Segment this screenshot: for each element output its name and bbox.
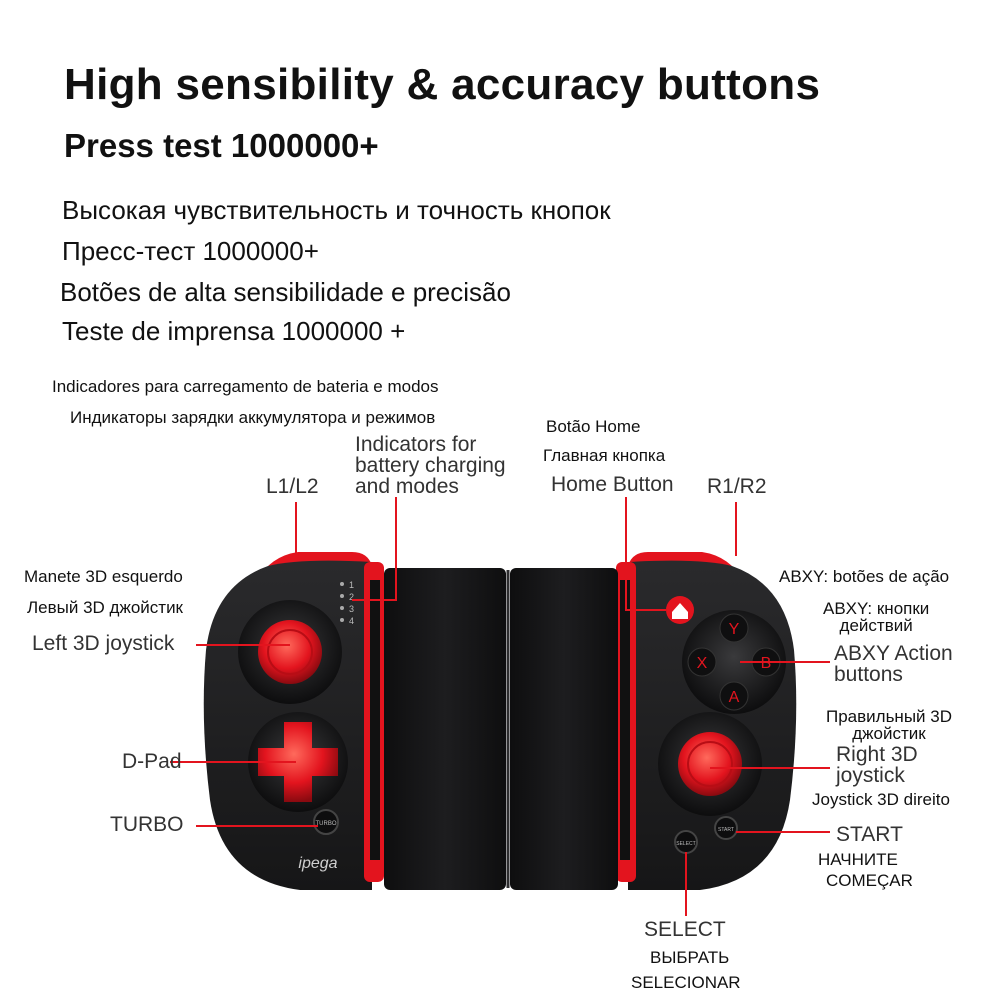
left-joystick-label-pt: Manete 3D esquerdo	[24, 567, 183, 586]
indicators-label-ru: Индикаторы зарядки аккумулятора и режимо…	[70, 408, 436, 427]
clamp-left-half	[384, 568, 506, 890]
headline-subtitle: Press test 1000000+	[64, 127, 379, 164]
svg-text:X: X	[697, 655, 708, 672]
abxy-base	[682, 610, 786, 714]
indicators-label-pt: Indicadores para carregamento de bateria…	[52, 377, 439, 396]
start-button	[714, 816, 738, 840]
svg-text:TURBO: TURBO	[316, 821, 337, 827]
select-label-pt: SELECIONAR	[631, 973, 741, 992]
svg-text:B: B	[761, 655, 772, 672]
brand-logo: ipega	[298, 855, 337, 872]
clamp-right-half	[510, 568, 618, 890]
left-joystick-label-en: Left 3D joystick	[32, 632, 175, 655]
svg-text:SELECT: SELECT	[676, 841, 695, 847]
svg-text:4: 4	[349, 616, 354, 626]
callout-lines	[170, 497, 830, 916]
abxy-label-pt: ABXY: botões de ação	[779, 567, 950, 586]
left-joystick-label-ru: Левый 3D джойстик	[27, 598, 183, 617]
abxy-label-en: ABXY Action buttons	[834, 642, 953, 686]
svg-text:START: START	[718, 827, 734, 833]
start-label-en: START	[836, 823, 903, 846]
svg-text:3: 3	[349, 604, 354, 614]
r1r2-label: R1/R2	[707, 475, 767, 498]
turbo-button	[313, 809, 339, 835]
home-label-pt: Botão Home	[546, 417, 641, 436]
svg-text:A: A	[729, 689, 740, 706]
dpad-label: D-Pad	[122, 750, 182, 773]
l1l2-label: L1/L2	[266, 475, 319, 498]
select-label-ru: ВЫБРАТЬ	[650, 948, 730, 967]
home-label-ru: Главная кнопка	[543, 446, 666, 465]
right-joystick-label-pt: Joystick 3D direito	[812, 790, 950, 809]
left-rib-strip	[370, 580, 380, 860]
indicators-label-en: Indicators for battery charging and mode…	[355, 433, 506, 498]
svg-text:1: 1	[349, 580, 354, 590]
ru-line-1: Высокая чувствительность и точность кноп…	[62, 195, 611, 225]
start-label-pt: COMEÇAR	[826, 871, 913, 890]
right-rib-strip	[620, 580, 630, 860]
turbo-label: TURBO	[110, 813, 184, 836]
start-label-ru: НАЧНИТЕ	[818, 850, 898, 869]
headline-title: High sensibility & accuracy buttons	[64, 60, 821, 109]
home-label-en: Home Button	[551, 473, 674, 496]
svg-text:Y: Y	[729, 621, 740, 638]
svg-text:2: 2	[349, 592, 354, 602]
pt-line-2: Teste de imprensa 1000000 +	[62, 316, 406, 346]
pt-line-1: Botões de alta sensibilidade e precisão	[60, 277, 511, 307]
right-joystick-label-en: Right 3D joystick	[836, 743, 918, 787]
right-joystick-label-ru: Правильный 3D джойстик	[826, 707, 952, 743]
ru-line-2: Пресс-тест 1000000+	[62, 236, 319, 266]
abxy-label-ru: ABXY: кнопки действий	[823, 599, 930, 635]
select-label-en: SELECT	[644, 918, 726, 941]
dpad	[258, 722, 338, 802]
indicator-leds: 1 2 3 4	[340, 580, 354, 626]
